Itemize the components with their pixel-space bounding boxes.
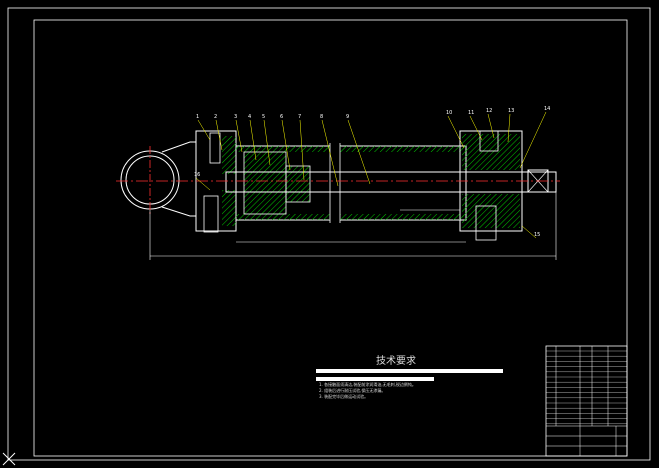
part-number-label: 10 [446,110,452,116]
part-number-label: 13 [508,108,514,114]
front-gland-hatch-bottom [462,194,520,228]
barrel-wall-top [236,146,466,152]
barrel-wall-bottom [236,214,466,220]
ucs-axis-icon [2,452,16,466]
title-block [545,345,628,457]
part-number-label: 15 [534,232,540,238]
leader-line [321,119,339,187]
sheet-inner-border [33,19,628,457]
leader-line [281,119,291,171]
rear-cap-hatch-top [222,136,236,174]
rear-port [209,132,221,164]
leader-line [249,119,257,161]
title-block-rows [546,350,627,424]
leader-line [263,119,271,166]
leader-line [299,119,305,181]
part-number-label: 2 [214,114,217,120]
tech-note-2: 2. 组装后进行耐压试验,保压无渗漏。 [319,388,386,393]
piston [243,151,287,215]
leader-line [447,115,465,149]
barrel-break [330,142,340,224]
front-bolt [475,205,497,241]
tech-note-1: 1. 各接触面须清洁,装配前涂润滑油,无毛刺,锐边倒钝。 [319,382,416,387]
leader-line [519,111,547,169]
rear-bolt [203,195,219,233]
leader-line [235,119,243,153]
leader-line [507,113,511,143]
part-number-label: 7 [298,114,301,120]
piston-nut [285,165,311,203]
part-number-label: 12 [486,108,492,114]
part-number-label: 8 [320,114,323,120]
part-number-label: 1 [196,114,199,120]
part-number-label: 5 [262,114,265,120]
tech-requirements-title: 技术要求 [376,356,416,367]
part-number-label: 11 [468,110,474,116]
leader-line [195,177,211,191]
leader-line [347,119,371,185]
leader-line [215,119,223,151]
tech-req-bar-1 [316,369,503,373]
part-number-label: 4 [248,114,251,120]
front-gland-hatch-top [462,134,520,170]
tech-note-3: 3. 装配完毕后做运动试验。 [319,394,369,399]
part-number-label: 9 [346,114,349,120]
hydraulic-cylinder-assembly[interactable] [116,130,560,260]
sheet-outer-border [7,7,651,461]
leader-line [469,115,483,141]
front-port [479,130,499,152]
part-number-label: 16 [194,172,200,178]
part-number-label: 14 [544,106,550,112]
leader-line [197,119,211,141]
rear-cap-hatch-bottom [222,190,236,226]
leader-line [487,113,495,139]
piston-rod [225,171,557,193]
part-number-label: 3 [234,114,237,120]
leader-line [521,225,537,239]
part-number-label: 6 [280,114,283,120]
tech-req-bar-2 [316,377,434,381]
